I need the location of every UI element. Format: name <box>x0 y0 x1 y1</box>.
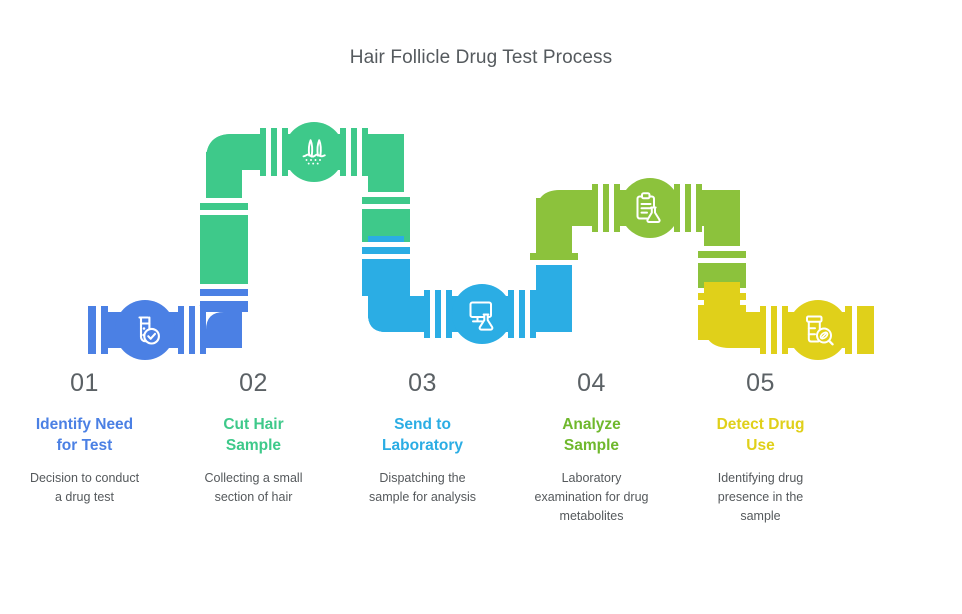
step-desc-4-line2: examination for drug <box>534 490 649 504</box>
step-title-1-line1: Identify Need <box>35 416 134 433</box>
step-caption-2: 02 Cut Hair Sample Collecting a small se… <box>169 368 338 526</box>
step-title-2-line2: Sample <box>225 437 282 454</box>
step-title-5-line2: Use <box>746 437 775 454</box>
step-desc-4: Laboratory examination for drug metaboli… <box>507 469 676 526</box>
step-desc-2: Collecting a small section of hair <box>169 469 338 507</box>
step-number-3: 03 <box>408 369 437 397</box>
step-title-4: Analyze Sample <box>507 414 676 456</box>
step-title-3-line1: Send to <box>394 416 451 433</box>
step-desc-1: Decision to conduct a drug test <box>0 469 169 507</box>
step-caption-3: 03 Send to Laboratory Dispatching the sa… <box>338 368 507 526</box>
step-title-4-line1: Analyze <box>562 416 621 433</box>
test-tube-check-icon <box>127 312 163 348</box>
page-title: Hair Follicle Drug Test Process <box>349 47 613 68</box>
step-desc-5-line1: Identifying drug <box>717 471 804 485</box>
step-desc-5-line3: sample <box>740 509 781 523</box>
step-caption-row: 01 Identify Need for Test Decision to co… <box>0 368 962 526</box>
step-number-2: 02 <box>239 369 268 397</box>
step-node-2[interactable] <box>284 122 344 182</box>
step-caption-5: 05 Detect Drug Use Identifying drug pres… <box>676 368 845 526</box>
step-number-1: 01 <box>70 369 99 397</box>
step-title-2: Cut Hair Sample <box>169 414 338 456</box>
step-desc-4-line1: Laboratory <box>561 471 622 485</box>
step-title-5-line1: Detect Drug <box>716 416 805 433</box>
step-desc-5: Identifying drug presence in the sample <box>676 469 845 526</box>
step-title-4-line2: Sample <box>563 437 620 454</box>
pill-bottle-search-icon <box>800 312 836 348</box>
hair-follicle-icon <box>296 134 332 170</box>
step-desc-4-line3: metabolites <box>559 509 624 523</box>
step-desc-2-line2: section of hair <box>214 490 293 504</box>
step-caption-4: 04 Analyze Sample Laboratory examination… <box>507 368 676 526</box>
step-caption-1: 01 Identify Need for Test Decision to co… <box>0 368 169 526</box>
step-node-3[interactable] <box>452 284 512 344</box>
step-node-5[interactable] <box>788 300 848 360</box>
step-number-5: 05 <box>746 369 775 397</box>
step-desc-3-line2: sample for analysis <box>369 490 476 504</box>
clipboard-flask-icon <box>632 190 668 226</box>
step-node-4[interactable] <box>620 178 680 238</box>
step-title-1-line2: for Test <box>56 437 113 454</box>
monitor-flask-icon <box>464 296 500 332</box>
step-desc-1-line2: a drug test <box>54 490 115 504</box>
step-desc-5-line2: presence in the <box>717 490 804 504</box>
step-title-5: Detect Drug Use <box>676 414 845 456</box>
step-title-1: Identify Need for Test <box>0 414 169 456</box>
step-title-3-line2: Laboratory <box>382 437 463 454</box>
step-title-2-line1: Cut Hair <box>223 416 284 433</box>
step-desc-3-line1: Dispatching the <box>379 471 466 485</box>
step-desc-3: Dispatching the sample for analysis <box>338 469 507 507</box>
step-title-3: Send to Laboratory <box>338 414 507 456</box>
step-desc-1-line1: Decision to conduct <box>29 471 140 485</box>
step-number-4: 04 <box>577 369 606 397</box>
step-node-1[interactable] <box>115 300 175 360</box>
step-desc-2-line1: Collecting a small <box>204 471 303 485</box>
